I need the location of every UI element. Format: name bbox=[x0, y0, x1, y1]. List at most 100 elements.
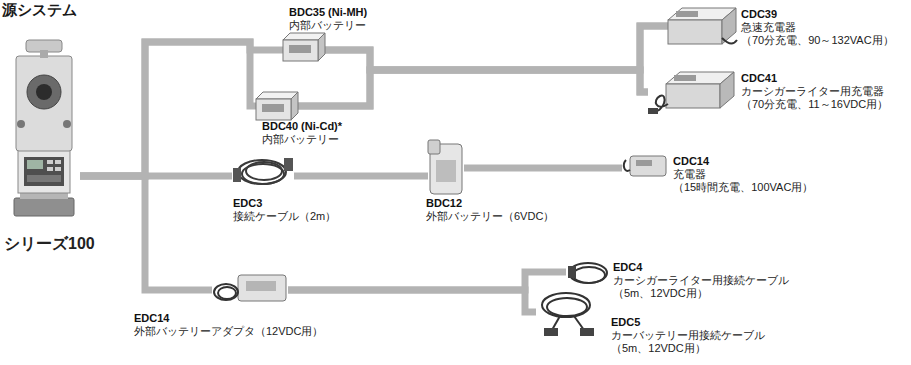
product-description: （70分充電、90～132VAC用） bbox=[741, 34, 894, 47]
cable-coil bbox=[573, 267, 605, 283]
cable-node: EDC5カーバッテリー用接続ケーブル（5m、12VDC用） bbox=[536, 288, 602, 338]
cable-coil bbox=[569, 263, 607, 283]
battery-node: BDC12外部バッテリー（6VDC） bbox=[428, 140, 464, 195]
adapter-illustration bbox=[214, 275, 286, 301]
charger-body bbox=[630, 156, 666, 176]
node-text-group: BDC35 (Ni-MH)内部バッテリー bbox=[289, 6, 367, 32]
product-description: 接続ケーブル（2m） bbox=[233, 210, 336, 223]
battery-illustration bbox=[256, 92, 298, 120]
cigar-plug bbox=[648, 108, 658, 114]
charger-node: CDC39急速充電器（70分充電、90～132VAC用） bbox=[668, 5, 738, 47]
model-name: BDC35 (Ni-MH) bbox=[289, 6, 367, 19]
battery-side bbox=[318, 33, 325, 61]
cable-coil bbox=[542, 293, 590, 317]
product-description: 内部バッテリー bbox=[262, 133, 342, 146]
battery-label bbox=[436, 160, 456, 182]
cable-plug bbox=[233, 168, 241, 182]
node-text-group: EDC14外部バッテリーアダプタ（12VDC用） bbox=[134, 312, 323, 338]
battery-side bbox=[291, 92, 298, 120]
car-charger-illustration bbox=[648, 72, 734, 114]
clip-lead bbox=[574, 316, 584, 330]
battery-node: BDC40 (Ni-Cd)*内部バッテリー bbox=[256, 92, 298, 120]
model-name: CDC14 bbox=[673, 155, 813, 168]
tribrach bbox=[14, 198, 74, 216]
key-row bbox=[27, 175, 61, 182]
clip-lead bbox=[552, 316, 560, 330]
power-cord bbox=[722, 38, 737, 44]
belt-clip bbox=[428, 140, 440, 154]
product-description: カーシガーライター用充電器 bbox=[741, 85, 888, 98]
node-text-group: EDC4カーシガーライター用接続ケーブル（5m、12VDC用） bbox=[613, 261, 789, 301]
connector-bar bbox=[80, 42, 283, 176]
connector-bar bbox=[294, 173, 428, 180]
cable-coil bbox=[238, 160, 286, 184]
keyboard-panel bbox=[24, 157, 64, 186]
charger-slot bbox=[676, 11, 698, 17]
battery-label bbox=[262, 104, 284, 112]
product-description: カーシガーライター用接続ケーブル bbox=[613, 274, 789, 287]
product-description: （15時間充電、100VAC用） bbox=[673, 181, 813, 194]
connector-bar bbox=[80, 42, 256, 176]
charger-slot bbox=[674, 75, 696, 81]
product-description: （70分充電、11～16VDC用） bbox=[741, 98, 888, 111]
model-name: シリーズ100 bbox=[4, 234, 95, 255]
connector-bar bbox=[298, 26, 668, 106]
node-text-group: EDC5カーバッテリー用接続ケーブル（5m、12VDC用） bbox=[611, 316, 765, 356]
key bbox=[55, 167, 61, 171]
node-text-group: CDC41カーシガーライター用充電器（70分充電、11～16VDC用） bbox=[741, 72, 888, 112]
node-text-group: CDC14充電器（15時間充電、100VAC用） bbox=[673, 155, 813, 195]
instrument-node: シリーズ100 bbox=[8, 38, 80, 218]
battery-clip bbox=[544, 328, 558, 336]
model-name: BDC40 (Ni-Cd)* bbox=[262, 120, 342, 133]
external-battery-illustration bbox=[428, 140, 462, 194]
product-description: 外部バッテリー（6VDC） bbox=[426, 210, 554, 223]
charger-illustration bbox=[668, 8, 737, 44]
connector-bar bbox=[298, 70, 648, 106]
cable-plug bbox=[284, 158, 293, 171]
battery-node: BDC35 (Ni-MH)内部バッテリー bbox=[283, 33, 325, 61]
display bbox=[27, 160, 43, 169]
product-description: 内部バッテリー bbox=[289, 19, 367, 32]
battery-front bbox=[283, 40, 318, 61]
connector-bar bbox=[325, 26, 668, 70]
cable-illustration bbox=[542, 293, 594, 336]
tangent-knob bbox=[63, 120, 71, 128]
product-description: 急速充電器 bbox=[741, 21, 894, 34]
model-name: BDC12 bbox=[426, 197, 554, 210]
cigar-plug bbox=[568, 266, 576, 278]
battery-front bbox=[256, 99, 291, 120]
model-name: EDC14 bbox=[134, 312, 323, 325]
battery-illustration bbox=[283, 33, 325, 61]
instrument-body bbox=[18, 150, 70, 193]
tangent-knob bbox=[17, 120, 25, 128]
model-name: EDC5 bbox=[611, 316, 765, 329]
connector-bar bbox=[80, 176, 212, 290]
charger-node: CDC41カーシガーライター用充電器（70分充電、11～16VDC用） bbox=[648, 68, 736, 116]
cable-illustration bbox=[233, 158, 293, 184]
diagram-title: 源システム bbox=[2, 1, 77, 20]
model-name: EDC4 bbox=[613, 261, 789, 274]
cable-coil bbox=[246, 162, 282, 180]
objective-lens bbox=[36, 84, 52, 100]
key bbox=[47, 160, 53, 164]
charger-illustration bbox=[624, 156, 666, 176]
charger-node: CDC14充電器（15時間充電、100VAC用） bbox=[622, 150, 670, 180]
cable-illustration bbox=[568, 263, 607, 283]
telescope bbox=[27, 75, 61, 109]
model-name: EDC3 bbox=[233, 197, 336, 210]
charger-side bbox=[722, 8, 736, 44]
product-description: （5m、12VDC用） bbox=[613, 287, 789, 300]
cable-coil bbox=[214, 284, 238, 300]
cable-coil bbox=[547, 298, 587, 316]
key bbox=[55, 160, 61, 164]
key bbox=[47, 167, 53, 171]
handle-post bbox=[40, 50, 48, 58]
node-text-group: シリーズ100 bbox=[4, 234, 95, 255]
battery-label bbox=[289, 45, 311, 53]
adapter-body bbox=[238, 275, 286, 301]
node-text-group: CDC39急速充電器（70分充電、90～132VAC用） bbox=[741, 8, 894, 48]
product-description: （5m、12VDC用） bbox=[611, 342, 765, 355]
yoke bbox=[16, 56, 72, 151]
total-station-illustration bbox=[14, 40, 74, 216]
